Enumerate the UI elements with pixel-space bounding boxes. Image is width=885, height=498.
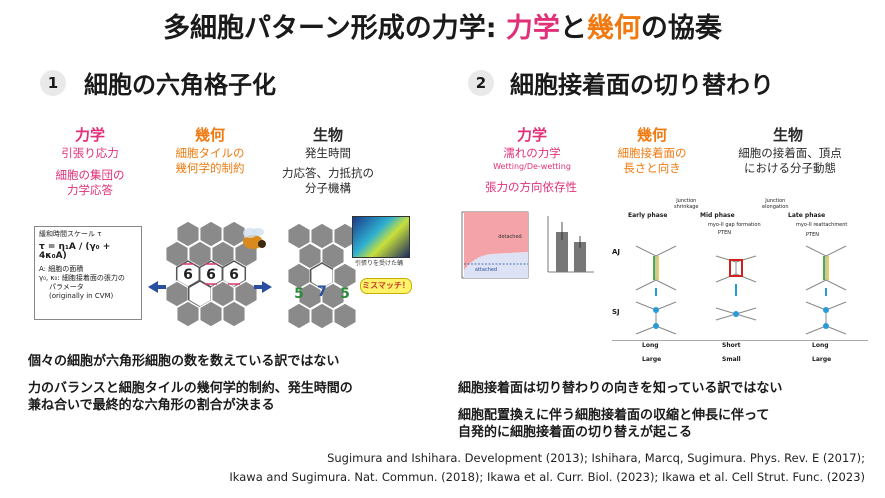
s1-mech-sub1: 引張り応力	[61, 146, 119, 160]
hex-left-num-2: 6	[206, 267, 216, 283]
junction-diagrams	[635, 245, 847, 335]
s2-bio-sub: 細胞の接着面、頂点 における分子動態	[738, 146, 842, 175]
title-mechanics: 力学	[505, 13, 560, 44]
s2-mech-sub-en: Wetting/De-wetting	[493, 162, 571, 171]
ref-line2: Ikawa and Sugimura. Nat. Commun. (2018);…	[229, 470, 865, 484]
s1-mech-sub2: 細胞の集団の 力学応答	[55, 168, 125, 197]
s1-bio-sub1: 発生時間	[305, 146, 351, 160]
section2-heading: 細胞接着面の切り替わり	[510, 71, 774, 99]
table-divider	[612, 340, 868, 341]
row1-mid: Short	[722, 342, 741, 349]
myo-gap: myo-II gap formation	[708, 222, 761, 228]
label-aj: AJ	[612, 248, 621, 256]
hex-right-num-3: 5	[340, 286, 350, 302]
s1-col-geometry: 幾何	[194, 126, 225, 144]
section1-heading: 細胞の六角格子化	[84, 71, 276, 99]
row2-late: Large	[812, 356, 832, 363]
pupa-caption: 引張りを受けた蛹	[354, 260, 403, 267]
pupa-image	[352, 216, 410, 258]
s2-geo-sub: 細胞接着面の 長さと向き	[617, 146, 687, 175]
pten-late: PTEN	[806, 232, 819, 238]
s2-col-mechanics: 力学	[516, 126, 547, 144]
formula-equation: τ = η₁A / (γ₀ + 4κ₀A)	[39, 242, 111, 261]
page-title: 多細胞パターン形成の力学: 力学と幾何の協奏	[0, 6, 885, 45]
phase-mid: Mid phase	[700, 212, 735, 219]
phase-late: Late phase	[788, 212, 826, 219]
hex-lattice-right: 5 7 5	[286, 222, 358, 330]
ref-line1: Sugimura and Ishihara. Development (2013…	[327, 451, 865, 465]
title-main: 多細胞パターン形成の力学:	[163, 13, 506, 44]
s2-mech-sub: 濡れの力学	[503, 146, 561, 160]
phase-schematic: Early phase Mid phase Late phase Junctio…	[612, 198, 868, 368]
hex-right-num-1: 5	[294, 286, 304, 302]
title-geometry: 幾何	[586, 13, 641, 44]
phase-early: Early phase	[628, 212, 668, 219]
row2-mid: Small	[722, 356, 741, 363]
hex-left-num-3: 6	[229, 267, 239, 283]
region-detached: detached	[498, 234, 521, 240]
s1-geo-sub: 細胞タイルの 幾何学的制約	[175, 146, 245, 175]
formula-line3: A: 細胞の面積	[39, 265, 84, 273]
bar-plot	[547, 216, 594, 273]
section2-number: 2	[468, 70, 494, 96]
s2-col-geometry: 幾何	[636, 126, 667, 144]
hex-right-num-2: 7	[317, 284, 327, 300]
s1-text2: 力のバランスと細胞タイルの幾何学的制約、発生時間の 兼ね合いで最終的な六角形の割…	[28, 381, 353, 413]
label-sj: SJ	[612, 308, 620, 316]
junction-elongation: Junction elongation	[762, 198, 789, 210]
hex-left-num-1: 6	[183, 267, 193, 283]
section1-number: 1	[40, 70, 66, 96]
s1-text1: 個々の細胞が六角形細胞の数を数えている訳ではない	[28, 354, 340, 369]
formula-line1: 緩和時間スケール τ	[39, 230, 102, 238]
phase-diagram: detached attached	[461, 211, 529, 279]
formula-line4: γ₀, κ₀: 細胞接着面の張力の	[39, 274, 125, 282]
formula-box: 緩和時間スケール τ τ = η₁A / (γ₀ + 4κ₀A) A: 細胞の面…	[34, 226, 142, 320]
row1-early: Long	[642, 342, 659, 349]
title-tail: の協奏	[640, 13, 722, 44]
title-and: と	[559, 13, 587, 44]
myo-reattach: myo-II reattachment	[796, 222, 848, 228]
s2-text1: 細胞接着面は切り替わりの向きを知っている訳ではない	[458, 381, 783, 396]
bee-icon	[243, 228, 266, 249]
s2-col-biology: 生物	[772, 126, 803, 144]
tension-arrows	[148, 281, 272, 293]
junction-shrinkage: Junction shrinkage	[674, 198, 699, 210]
row1-late: Long	[812, 342, 829, 349]
row2-early: Large	[642, 356, 662, 363]
hex-lattice-left: 6 6 6	[164, 220, 259, 328]
s2-mech-sub2: 張力の方向依存性	[485, 180, 577, 194]
mismatch-badge: ミスマッチ！	[360, 278, 412, 294]
s1-col-mechanics: 力学	[74, 126, 105, 144]
s1-col-biology: 生物	[312, 126, 343, 144]
s1-bio-sub2: 力応答、力抵抗の 分子機構	[282, 166, 374, 195]
formula-line6: (originally in CVM)	[49, 292, 114, 300]
pten-mid: PTEN	[718, 230, 731, 236]
s2-text2: 細胞配置換えに伴う細胞接着面の収縮と伸長に伴って 自発的に細胞接着面の切り替えが…	[458, 408, 770, 440]
formula-line5: パラメータ	[49, 283, 84, 291]
region-attached: attached	[475, 267, 497, 273]
